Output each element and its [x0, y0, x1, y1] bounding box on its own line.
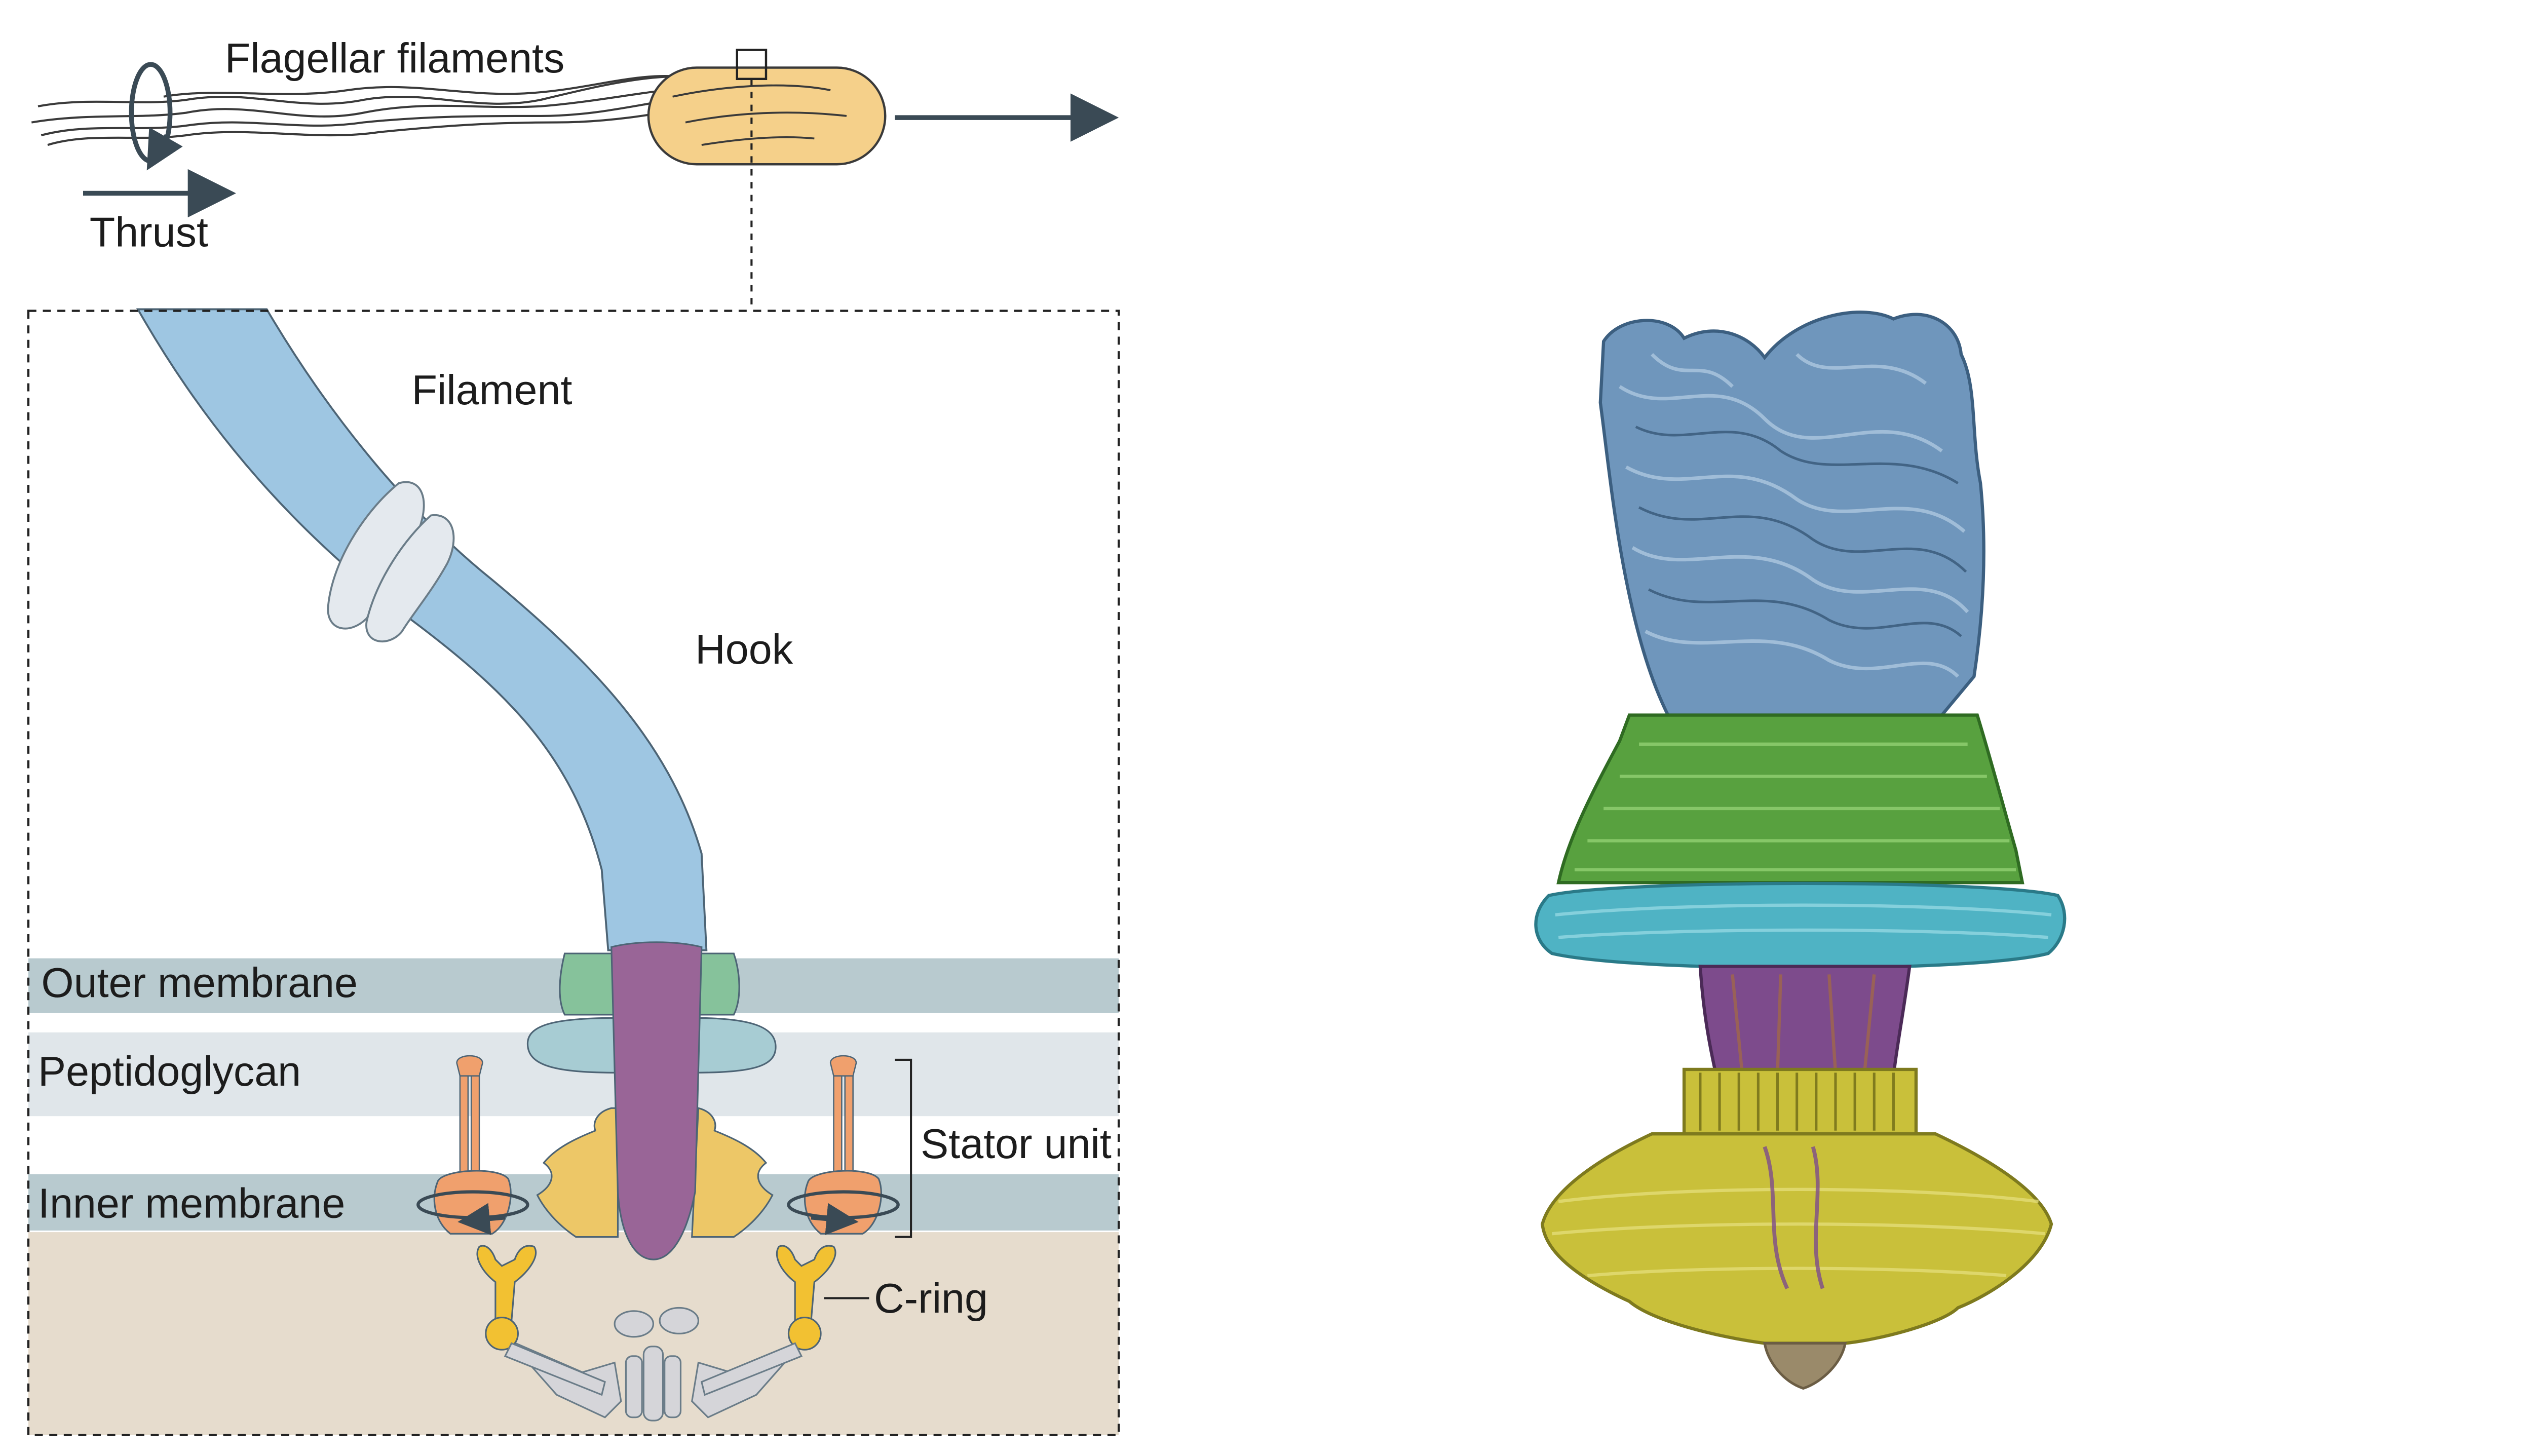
ms-ring — [536, 1107, 774, 1238]
structure-ms-ring-lower — [1541, 1132, 2053, 1345]
stator-unit-label: Stator unit — [921, 1120, 1112, 1167]
filament-label: Filament — [412, 366, 572, 413]
structure-ms-ring-lower-texture — [1552, 1187, 2045, 1278]
structure-p-ring-texture — [1555, 903, 2052, 939]
outer-membrane-label: Outer membrane — [41, 959, 358, 1006]
c-ring-connectors — [504, 1342, 803, 1396]
thrust-label: Thrust — [90, 208, 208, 255]
structure-l-ring-texture — [1574, 742, 2016, 871]
c-ring — [476, 1245, 836, 1351]
cell-body — [647, 66, 887, 166]
structure-rod — [1698, 965, 1912, 1078]
bacterium-overview: Flagellar filaments Thrust — [31, 34, 1119, 310]
stator-right — [787, 1055, 900, 1235]
internal-filament-lines — [672, 84, 847, 146]
structure-l-ring — [1556, 713, 2025, 885]
stator-bracket — [895, 1058, 912, 1238]
structure-rod-texture — [1731, 974, 1876, 1073]
structure-bottom-tip — [1763, 1342, 1847, 1390]
structure-hook-texture — [1619, 353, 1969, 678]
rotation-arrow — [129, 62, 183, 171]
detail-frame — [27, 310, 1120, 1436]
hook-junction-rings — [327, 481, 455, 643]
rod — [610, 941, 703, 1260]
hook-label: Hook — [695, 626, 793, 673]
structure-p-ring — [1534, 882, 2067, 970]
peptidoglycan-label: Peptidoglycan — [38, 1048, 301, 1095]
motor-molecular-structure — [1534, 311, 2067, 1390]
cytoplasm-layer — [28, 1232, 1119, 1435]
structure-hook-dark-texture — [1635, 426, 1967, 637]
stator-left — [416, 1055, 529, 1235]
inner-membrane-label: Inner membrane — [38, 1179, 345, 1227]
c-ring-label: C-ring — [874, 1275, 988, 1322]
structure-core-texture — [1763, 1146, 1825, 1289]
flagellar-filaments-label: Flagellar filaments — [225, 34, 565, 82]
structure-ms-ring-upper-texture — [1699, 1072, 1895, 1131]
motor-detail-panel: Filament Hook Outer membrane Peptidoglyc… — [27, 308, 1120, 1436]
structure-hook-region — [1598, 311, 1985, 717]
